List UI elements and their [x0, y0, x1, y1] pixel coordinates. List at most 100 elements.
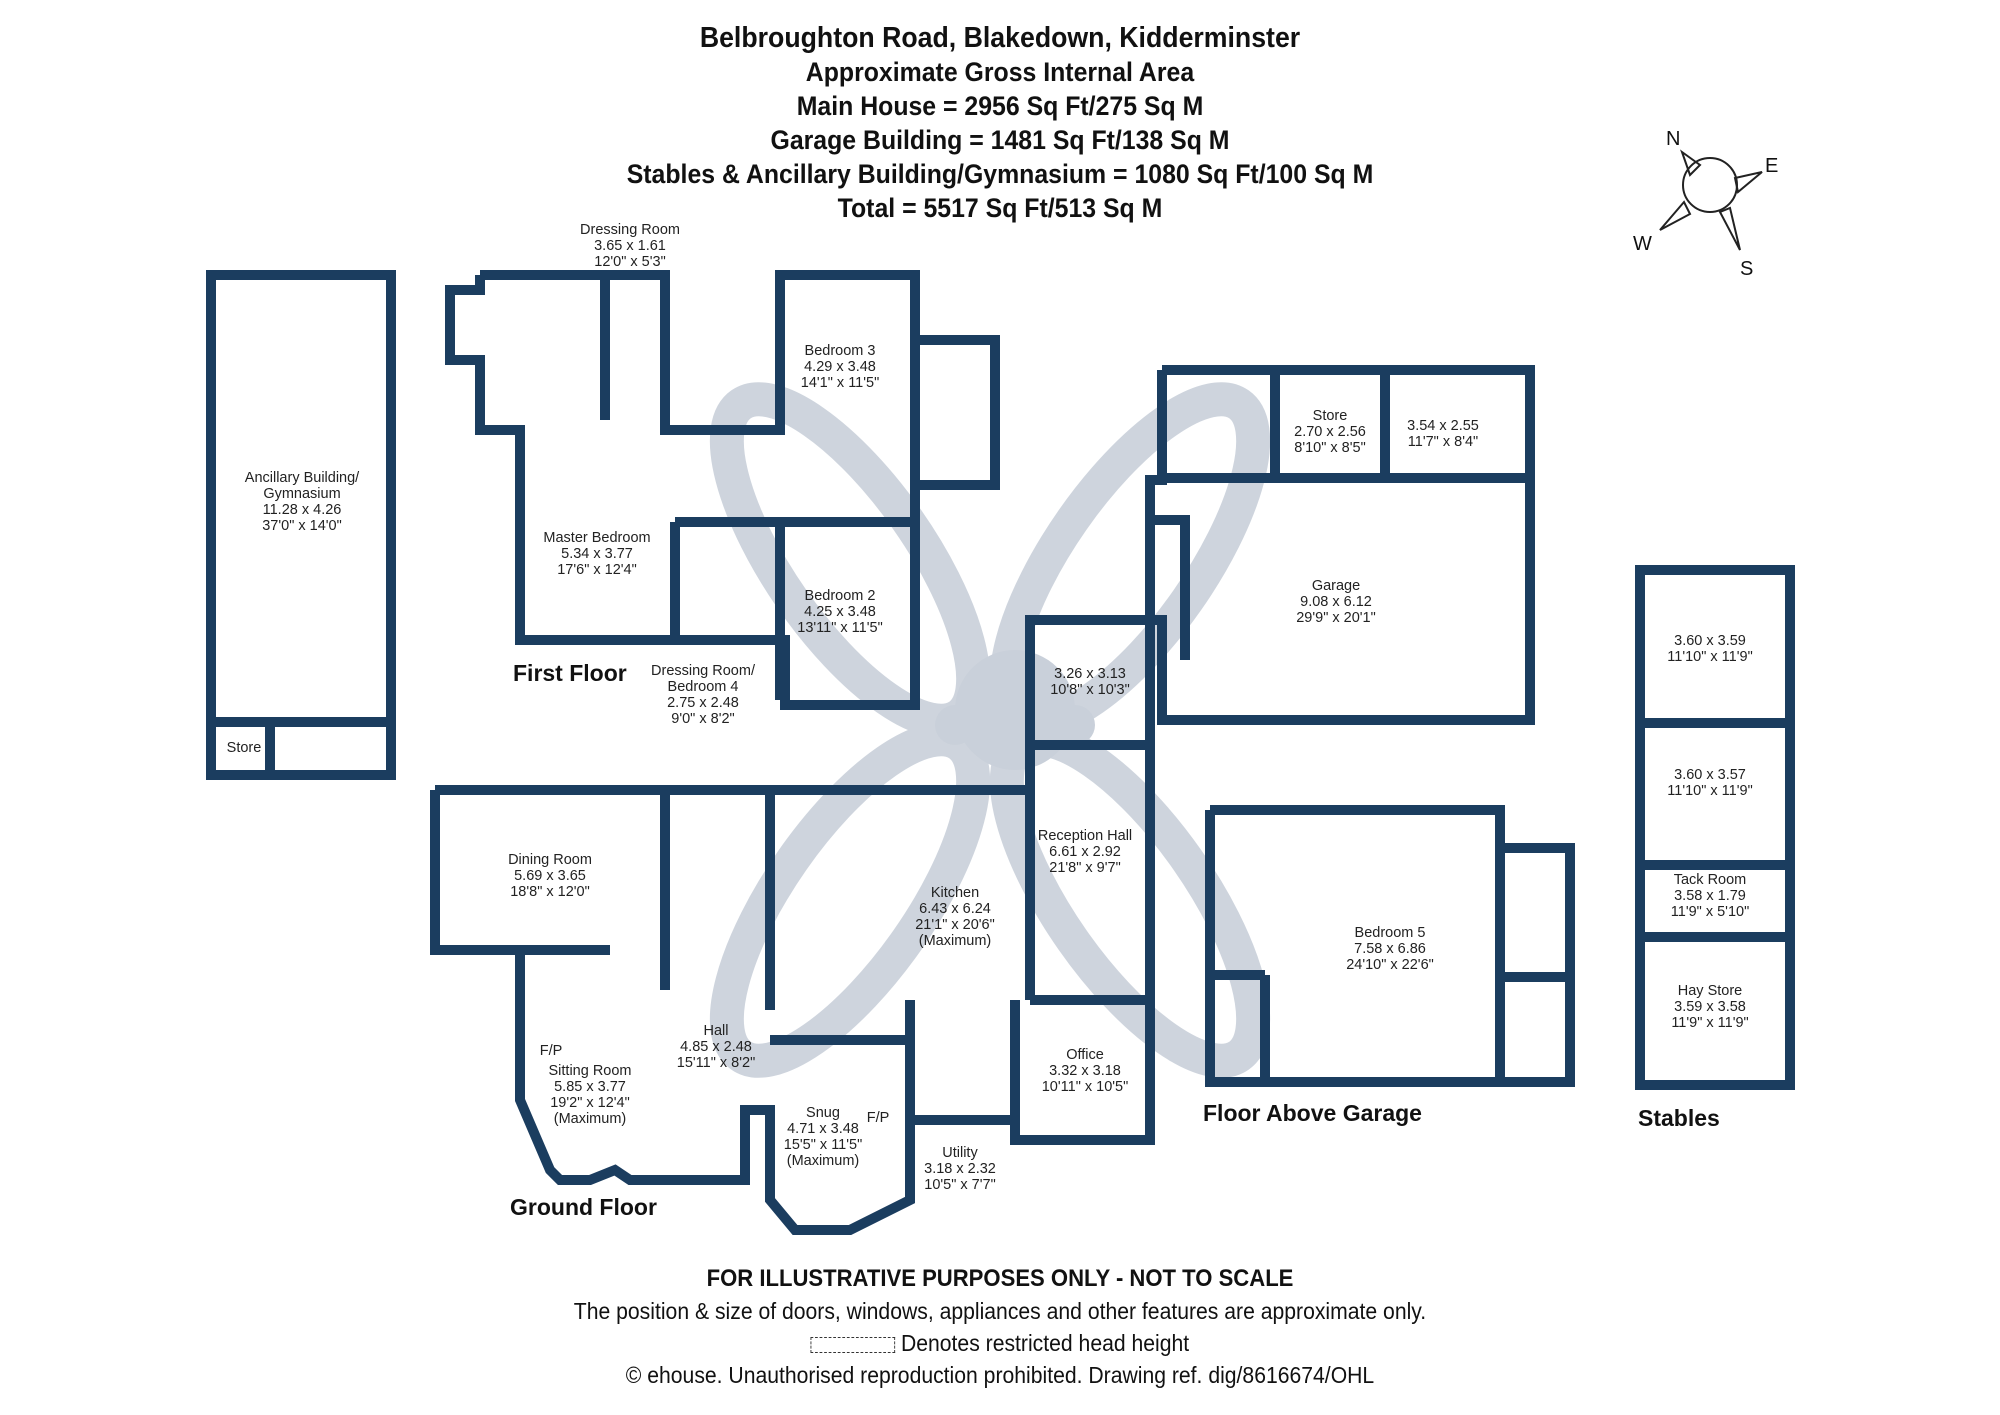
disclaimer: FOR ILLUSTRATIVE PURPOSES ONLY - NOT TO … [706, 1265, 1294, 1292]
garage-building-area: Garage Building = 1481 Sq Ft/138 Sq M [770, 125, 1230, 155]
room-bedroom-2: Bedroom 2 4.25 x 3.48 13'11" x 11'5" [797, 588, 882, 636]
room-metric: 11.28 x 4.26 [262, 502, 342, 518]
room-name: Hay Store [1677, 983, 1743, 999]
compass-north: N [1666, 128, 1681, 150]
room-ancillary-gymnasium: Ancillary Building/ Gymnasium 11.28 x 4.… [245, 470, 359, 534]
room-metric: 3.58 x 1.79 [1674, 888, 1746, 904]
room-metric: 5.69 x 3.65 [514, 868, 586, 884]
room-sitting-room: Sitting Room 5.85 x 3.77 19'2" x 12'4" (… [548, 1063, 631, 1127]
room-imperial: 13'11" x 11'5" [797, 620, 883, 636]
room-name: Dressing Room/ [651, 663, 755, 679]
compass-east: E [1765, 155, 1779, 177]
stables-ancillary-area: Stables & Ancillary Building/Gymnasium =… [626, 159, 1374, 189]
room-metric: 9.08 x 6.12 [1300, 594, 1372, 610]
room-name: Reception Hall [1037, 828, 1133, 844]
room-metric: 5.34 x 3.77 [561, 546, 633, 562]
compass-west: W [1633, 233, 1652, 255]
room-imperial: 10'11" x 10'5" [1041, 1079, 1129, 1095]
room-imperial: 21'1" x 20'6" [915, 917, 995, 933]
area-subtitle: Approximate Gross Internal Area [805, 57, 1195, 87]
room-note: (Maximum) [918, 933, 992, 949]
room-name: Hall [703, 1023, 729, 1039]
room-name: Bedroom 5 [1354, 925, 1426, 941]
room-bedroom-5: Bedroom 5 7.58 x 6.86 24'10" x 22'6" [1346, 925, 1434, 973]
room-name: Master Bedroom [543, 530, 651, 546]
room-name-line2: Bedroom 4 [667, 679, 739, 695]
room-hay-store: Hay Store 3.59 x 3.58 11'9" x 11'9" [1671, 983, 1748, 1031]
room-name: Bedroom 2 [804, 588, 876, 604]
room-metric: 3.26 x 3.13 [1054, 666, 1126, 682]
room-imperial: 11'10" x 11'9" [1667, 783, 1753, 799]
room-metric: 4.85 x 2.48 [680, 1039, 752, 1055]
room-name-line2: Gymnasium [263, 486, 341, 502]
room-metric: 3.54 x 2.55 [1407, 418, 1479, 434]
room-imperial: 15'5" x 11'5" [783, 1137, 863, 1153]
room-metric: 3.60 x 3.59 [1674, 633, 1746, 649]
fireplace-label-sitting: F/P [539, 1043, 563, 1059]
room-imperial: 11'7" x 8'4" [1407, 434, 1479, 450]
room-imperial: 10'5" x 7'7" [924, 1177, 996, 1193]
dashed-line-legend-icon [810, 1336, 896, 1353]
room-name: Dressing Room [580, 222, 680, 238]
room-imperial: 21'8" x 9'7" [1049, 860, 1121, 876]
room-metric: 6.43 x 6.24 [919, 901, 991, 917]
room-name: Bedroom 3 [804, 343, 876, 359]
floor-title-ground-floor: Ground Floor [510, 1194, 657, 1220]
room-name: Kitchen [930, 885, 980, 901]
room-note: (Maximum) [786, 1153, 860, 1169]
room-name: Office [1066, 1047, 1104, 1063]
room-utility: Utility 3.18 x 2.32 10'5" x 7'7" [924, 1145, 996, 1193]
floor-title-above-garage: Floor Above Garage [1203, 1100, 1422, 1126]
room-metric: 3.32 x 3.18 [1049, 1063, 1121, 1079]
room-imperial: 12'0" x 5'3" [594, 254, 666, 270]
room-snug: Snug 4.71 x 3.48 15'5" x 11'5" (Maximum) [784, 1105, 862, 1169]
restricted-height-legend: Denotes restricted head height [80, 1330, 1920, 1357]
room-kitchen: Kitchen 6.43 x 6.24 21'1" x 20'6" (Maxim… [915, 885, 995, 949]
total-area: Total = 5517 Sq Ft/513 Sq M [837, 193, 1163, 223]
room-imperial: 17'6" x 12'4" [557, 562, 637, 578]
room-imperial: 29'9" x 20'1" [1296, 610, 1376, 626]
room-metric: 4.71 x 3.48 [787, 1121, 859, 1137]
room-metric: 3.65 x 1.61 [594, 238, 666, 254]
room-metric: 2.70 x 2.56 [1294, 424, 1366, 440]
room-imperial: 11'9" x 11'9" [1671, 1015, 1749, 1031]
room-master-bedroom: Master Bedroom 5.34 x 3.77 17'6" x 12'4" [543, 530, 650, 578]
room-metric: 6.61 x 2.92 [1049, 844, 1121, 860]
main-house-area: Main House = 2956 Sq Ft/275 Sq M [796, 91, 1204, 121]
property-address: Belbroughton Road, Blakedown, Kiddermins… [699, 22, 1301, 54]
room-garage-store: Store 2.70 x 2.56 8'10" x 8'5" [1294, 408, 1366, 456]
room-lobby: 3.26 x 3.13 10'8" x 10'3" [1050, 666, 1130, 698]
room-name: Sitting Room [548, 1063, 632, 1079]
room-ancillary-store: Store [227, 740, 262, 756]
approximate-note: The position & size of doors, windows, a… [573, 1298, 1427, 1324]
room-note: (Maximum) [553, 1111, 627, 1127]
room-metric: 2.75 x 2.48 [667, 695, 739, 711]
room-imperial: 19'2" x 12'4" [550, 1095, 630, 1111]
fireplace-label-snug: F/P [866, 1110, 890, 1126]
room-name: Tack Room [1673, 872, 1747, 888]
room-metric: 3.59 x 3.58 [1674, 999, 1746, 1015]
room-metric: 5.85 x 3.77 [554, 1079, 626, 1095]
room-imperial: 24'10" x 22'6" [1346, 957, 1434, 973]
legend-text: Denotes restricted head height [900, 1330, 1190, 1356]
compass-rose [1659, 149, 1763, 251]
copyright: © ehouse. Unauthorised reproduction proh… [625, 1362, 1375, 1388]
room-name: Utility [942, 1145, 978, 1161]
room-imperial: 10'8" x 10'3" [1050, 682, 1130, 698]
room-garage: Garage 9.08 x 6.12 29'9" x 20'1" [1296, 578, 1376, 626]
room-imperial: 11'10" x 11'9" [1667, 649, 1753, 665]
room-dressing-bedroom-4: Dressing Room/ Bedroom 4 2.75 x 2.48 9'0… [651, 663, 755, 727]
room-imperial: 37'0" x 14'0" [262, 518, 342, 534]
room-metric: 3.60 x 3.57 [1674, 767, 1746, 783]
room-stable-2: 3.60 x 3.57 11'10" x 11'9" [1667, 767, 1752, 799]
room-dressing-room: Dressing Room 3.65 x 1.61 12'0" x 5'3" [580, 222, 680, 270]
floor-title-stables: Stables [1638, 1105, 1720, 1131]
room-tack-room: Tack Room 3.58 x 1.79 11'9" x 5'10" [1671, 872, 1749, 920]
room-name: Store [226, 740, 262, 756]
room-imperial: 18'8" x 12'0" [510, 884, 590, 900]
room-garage-side: 3.54 x 2.55 11'7" x 8'4" [1407, 418, 1479, 450]
room-name: Store [1312, 408, 1348, 424]
room-name: Dining Room [508, 852, 592, 868]
room-name: Snug [806, 1105, 840, 1121]
